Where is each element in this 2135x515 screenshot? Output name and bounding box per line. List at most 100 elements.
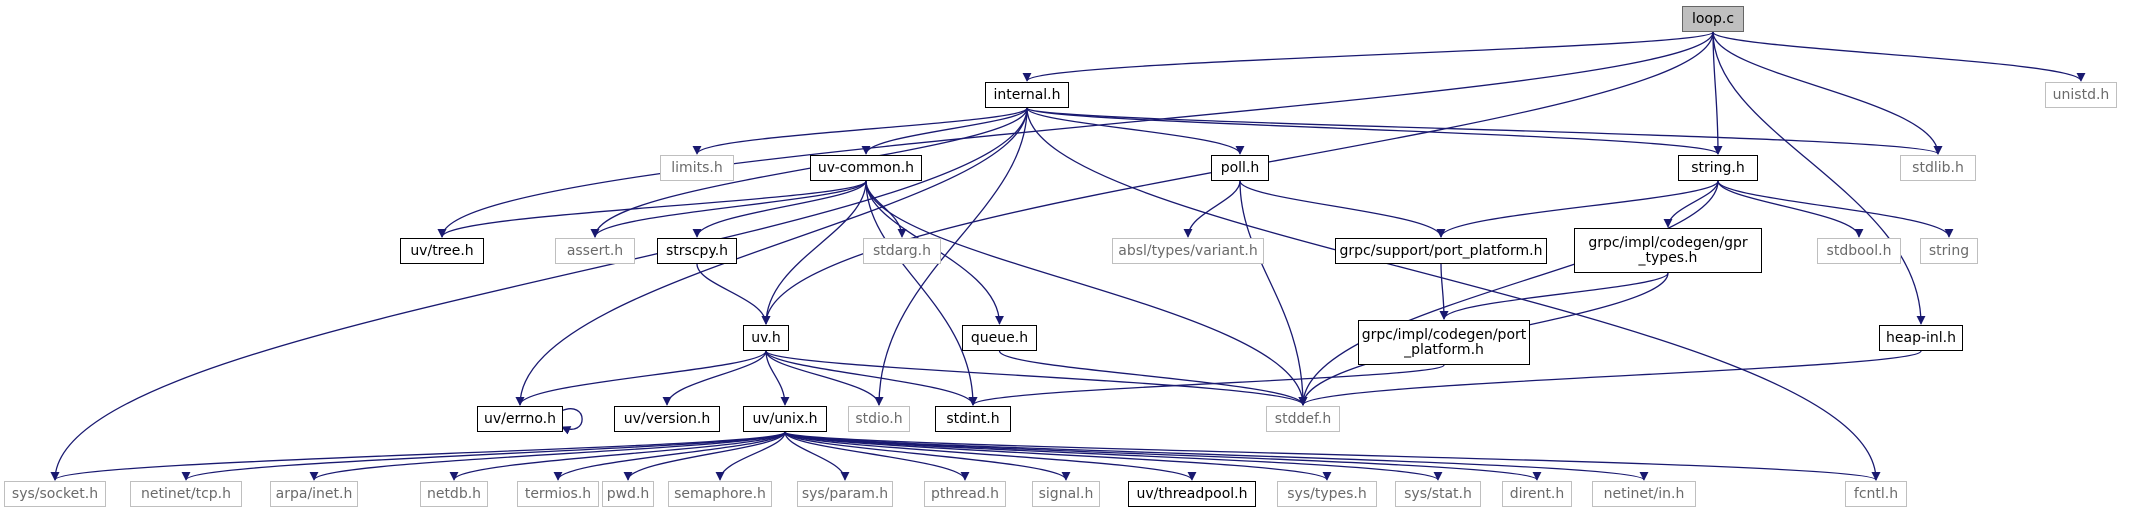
node-arpa-inet-h: arpa/inet.h xyxy=(270,481,358,507)
node-loop-c[interactable]: loop.c xyxy=(1682,6,1744,32)
edge-uv-h-to-stdio-h xyxy=(765,350,884,406)
node-dirent-h: dirent.h xyxy=(1502,481,1572,507)
node-uv-version-h[interactable]: uv/version.h xyxy=(614,406,720,432)
edge-internal-h-to-uv-common-h xyxy=(861,107,1028,155)
edge-uv-unix-h-to-semaphore-h xyxy=(715,431,786,481)
node-sys-stat-h: sys/stat.h xyxy=(1395,481,1481,507)
edge-uv-h-to-stddef-h xyxy=(765,350,1308,406)
edge-string-h-to-grpc-gpr-types-h xyxy=(1663,180,1719,228)
node-uv-unix-h[interactable]: uv/unix.h xyxy=(743,406,827,432)
edge-loop-c-to-stdlib-h xyxy=(1712,31,1943,155)
edge-uv-unix-h-to-netinet-tcp-h xyxy=(181,431,786,481)
node-uv-errno-h[interactable]: uv/errno.h xyxy=(477,406,563,432)
node-stdarg-h: stdarg.h xyxy=(863,238,941,264)
node-heap-inl-h[interactable]: heap-inl.h xyxy=(1879,325,1963,351)
node-stdio-h: stdio.h xyxy=(848,406,910,432)
edge-string-h-to-stdbool-h xyxy=(1717,180,1864,238)
node-netinet-tcp-h: netinet/tcp.h xyxy=(130,481,242,507)
edge-grpc-gpr-types-h-to-grpc-codegen-pp-h xyxy=(1439,272,1669,320)
edge-loop-c-to-internal-h xyxy=(1022,31,1714,82)
node-netinet-in-h: netinet/in.h xyxy=(1592,481,1696,507)
edge-string-h-to-stddef-h xyxy=(1298,180,1719,406)
edge-internal-h-to-uv-errno-h xyxy=(515,107,1028,406)
node-stddef-h: stddef.h xyxy=(1266,406,1340,432)
edge-uv-common-h-to-stddef-h xyxy=(865,180,1308,406)
edge-grpc-support-pp-h-to-grpc-codegen-pp-h xyxy=(1439,263,1449,320)
edge-poll-h-to-absl-variant-h xyxy=(1183,180,1241,238)
edge-uv-h-to-stdint-h xyxy=(765,350,978,406)
edge-uv-unix-h-to-sys-types-h xyxy=(784,431,1332,481)
edge-uv-common-h-to-strscpy-h xyxy=(692,180,867,238)
edge-uv-errno-h-to-uv-errno-h xyxy=(560,408,583,435)
edge-strscpy-h-to-uv-h xyxy=(696,263,771,325)
node-grpc-codegen-pp-h[interactable]: grpc/impl/codegen/port_platform.h xyxy=(1358,320,1530,365)
node-pwd-h: pwd.h xyxy=(602,481,654,507)
edge-internal-h-to-stdlib-h xyxy=(1026,107,1943,155)
edge-uv-common-h-to-uv-tree-h xyxy=(437,180,867,238)
edge-internal-h-to-limits-h xyxy=(692,107,1028,155)
node-fcntl-h: fcntl.h xyxy=(1845,481,1907,507)
edge-uv-unix-h-to-sys-socket-h xyxy=(50,431,786,481)
edge-internal-h-to-string-h xyxy=(1026,107,1723,155)
node-uv-threadpool-h[interactable]: uv/threadpool.h xyxy=(1128,481,1256,507)
edge-uv-unix-h-to-termios-h xyxy=(553,431,786,481)
edge-uv-h-to-uv-unix-h xyxy=(765,350,790,406)
node-queue-h[interactable]: queue.h xyxy=(962,325,1037,351)
node-uv-common-h[interactable]: uv-common.h xyxy=(810,155,922,181)
node-stdbool-h: stdbool.h xyxy=(1817,238,1901,264)
edge-internal-h-to-stdio-h xyxy=(874,107,1028,406)
edge-uv-unix-h-to-netdb-h xyxy=(449,431,786,481)
node-string: string xyxy=(1920,238,1978,264)
node-internal-h[interactable]: internal.h xyxy=(985,82,1069,108)
edge-internal-h-to-poll-h xyxy=(1026,107,1245,155)
edge-uv-unix-h-to-dirent-h xyxy=(784,431,1542,481)
node-label-line: grpc/impl/codegen/port xyxy=(1361,326,1527,343)
node-uv-tree-h[interactable]: uv/tree.h xyxy=(400,238,484,264)
edge-uv-common-h-to-assert-h xyxy=(590,180,867,238)
edge-internal-h-to-sys-socket-h xyxy=(50,107,1028,481)
node-grpc-support-pp-h[interactable]: grpc/support/port_platform.h xyxy=(1335,238,1547,264)
node-sys-param-h: sys/param.h xyxy=(797,481,893,507)
node-label-line: _platform.h xyxy=(1404,341,1484,358)
node-assert-h: assert.h xyxy=(555,238,635,264)
node-signal-h: signal.h xyxy=(1032,481,1100,507)
node-label: grpc/impl/codegen/port_platform.h xyxy=(1361,326,1527,358)
edge-uv-unix-h-to-sys-param-h xyxy=(784,431,850,481)
edge-uv-h-to-uv-errno-h xyxy=(515,350,767,406)
node-stdint-h[interactable]: stdint.h xyxy=(935,406,1011,432)
node-label-line: _types.h xyxy=(1638,249,1698,266)
edge-loop-c-to-uv-tree-h xyxy=(437,31,1714,238)
edge-queue-h-to-stddef-h xyxy=(998,350,1308,406)
edge-poll-h-to-stddef-h xyxy=(1239,180,1308,406)
edge-string-h-to-grpc-support-pp-h xyxy=(1436,180,1719,238)
edge-string-h-to-string xyxy=(1717,180,1954,238)
edge-uv-unix-h-to-arpa-inet-h xyxy=(309,431,786,481)
node-grpc-gpr-types-h[interactable]: grpc/impl/codegen/gpr_types.h xyxy=(1574,228,1762,273)
edge-uv-common-h-to-stdint-h xyxy=(865,180,978,406)
edge-internal-h-to-fcntl-h xyxy=(1026,107,1881,481)
edge-uv-h-to-uv-version-h xyxy=(662,350,767,406)
edge-uv-unix-h-to-uv-threadpool-h xyxy=(784,431,1197,481)
node-termios-h: termios.h xyxy=(517,481,599,507)
node-pthread-h: pthread.h xyxy=(924,481,1006,507)
node-label-line: grpc/impl/codegen/gpr xyxy=(1588,234,1748,251)
node-absl-variant-h: absl/types/variant.h xyxy=(1112,238,1264,264)
node-sys-socket-h: sys/socket.h xyxy=(4,481,106,507)
node-string-h[interactable]: string.h xyxy=(1678,155,1758,181)
edge-grpc-codegen-pp-h-to-stdint-h xyxy=(968,364,1445,406)
node-sys-types-h: sys/types.h xyxy=(1277,481,1377,507)
edge-uv-unix-h-to-netinet-in-h xyxy=(784,431,1649,481)
node-strscpy-h[interactable]: strscpy.h xyxy=(657,238,737,264)
node-uv-h[interactable]: uv.h xyxy=(743,325,789,351)
edge-loop-c-to-unistd-h xyxy=(1712,31,2086,82)
edge-heap-inl-h-to-stddef-h xyxy=(1298,350,1922,406)
edge-loop-c-to-heap-inl-h xyxy=(1712,31,1926,325)
node-poll-h[interactable]: poll.h xyxy=(1211,155,1269,181)
edge-uv-unix-h-to-signal-h xyxy=(784,431,1071,481)
node-stdlib-h: stdlib.h xyxy=(1900,155,1976,181)
node-netdb-h: netdb.h xyxy=(420,481,488,507)
node-label: grpc/impl/codegen/gpr_types.h xyxy=(1588,234,1748,266)
edge-uv-unix-h-to-pwd-h xyxy=(623,431,786,481)
node-semaphore-h: semaphore.h xyxy=(668,481,772,507)
